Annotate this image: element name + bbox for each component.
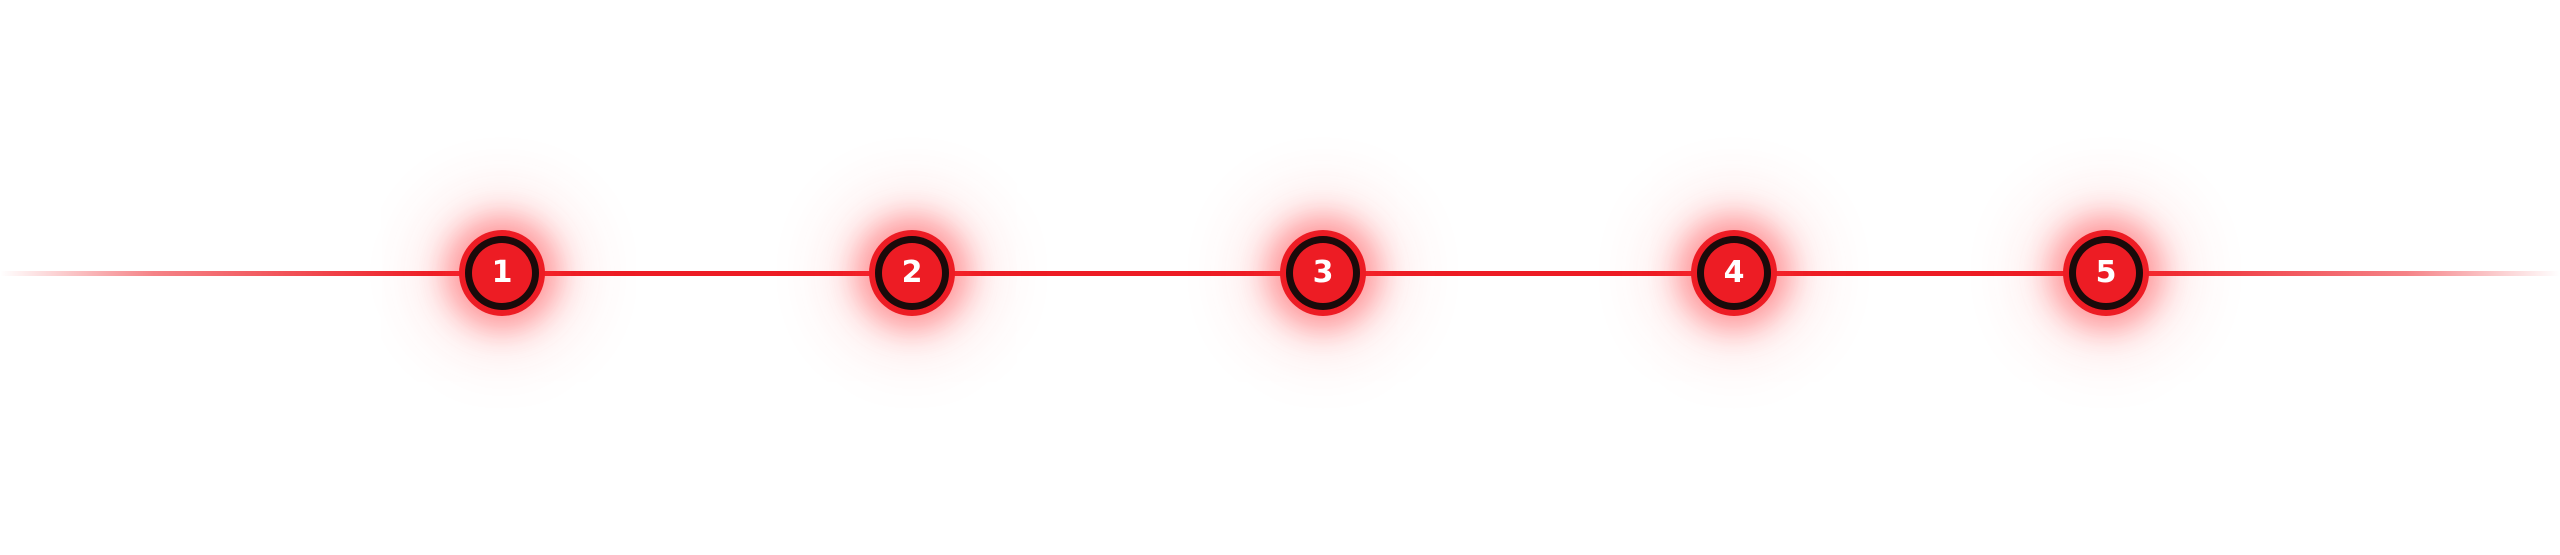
step-marker-4: 4 bbox=[1691, 230, 1777, 316]
step-marker-3: 3 bbox=[1280, 230, 1366, 316]
step-number: 1 bbox=[472, 243, 532, 303]
step-ring: 5 bbox=[2069, 236, 2143, 310]
step-number: 5 bbox=[2076, 243, 2136, 303]
step-ring: 1 bbox=[465, 236, 539, 310]
step-marker-2: 2 bbox=[869, 230, 955, 316]
step-number: 2 bbox=[882, 243, 942, 303]
step-marker-5: 5 bbox=[2063, 230, 2149, 316]
step-number: 3 bbox=[1293, 243, 1353, 303]
step-number: 4 bbox=[1704, 243, 1764, 303]
step-ring: 2 bbox=[875, 236, 949, 310]
step-ring: 4 bbox=[1697, 236, 1771, 310]
step-marker-1: 1 bbox=[459, 230, 545, 316]
step-ring: 3 bbox=[1286, 236, 1360, 310]
